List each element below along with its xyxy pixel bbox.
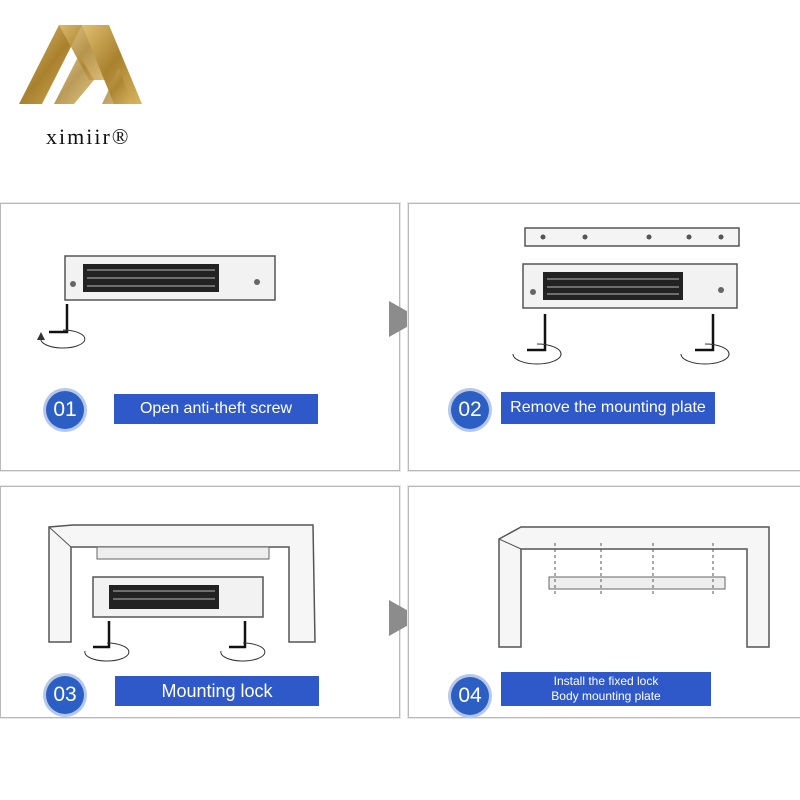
- brand-name: ximiir®: [46, 124, 131, 149]
- step-number-badge: 01: [46, 391, 84, 429]
- hex-key-icon: [527, 314, 715, 352]
- hex-key-icon: [93, 621, 247, 649]
- plate-install-illustration: [498, 526, 770, 648]
- step-label-line-1: Install the fixed lock: [553, 674, 659, 688]
- step-panel-4: 04 Install the fixed lock Body mounting …: [408, 486, 800, 718]
- ximiir-logo-mark: [19, 25, 142, 104]
- step-label-line-2: Body mounting plate: [551, 689, 661, 703]
- hex-key-icon: [49, 304, 69, 334]
- step-label: Remove the mounting plate: [501, 392, 715, 424]
- step-label: Mounting lock: [115, 676, 319, 706]
- maglock-illustration: [37, 255, 276, 349]
- step-panel-1: 01 Open anti-theft screw: [0, 203, 400, 471]
- step-label: Install the fixed lock Body mounting pla…: [501, 672, 711, 706]
- step-panel-3: 03 Mounting lock: [0, 486, 400, 718]
- step-panel-2: 02 Remove the mounting plate: [408, 203, 800, 471]
- brand-logo: ximiir®: [14, 20, 164, 149]
- step-label: Open anti-theft screw: [114, 394, 318, 424]
- step-number-badge: 03: [46, 676, 84, 714]
- maglock-plate-illustration: [512, 227, 740, 365]
- door-frame-mount-illustration: [48, 524, 316, 662]
- step-number-badge: 02: [451, 391, 489, 429]
- step-number-badge: 04: [451, 677, 489, 715]
